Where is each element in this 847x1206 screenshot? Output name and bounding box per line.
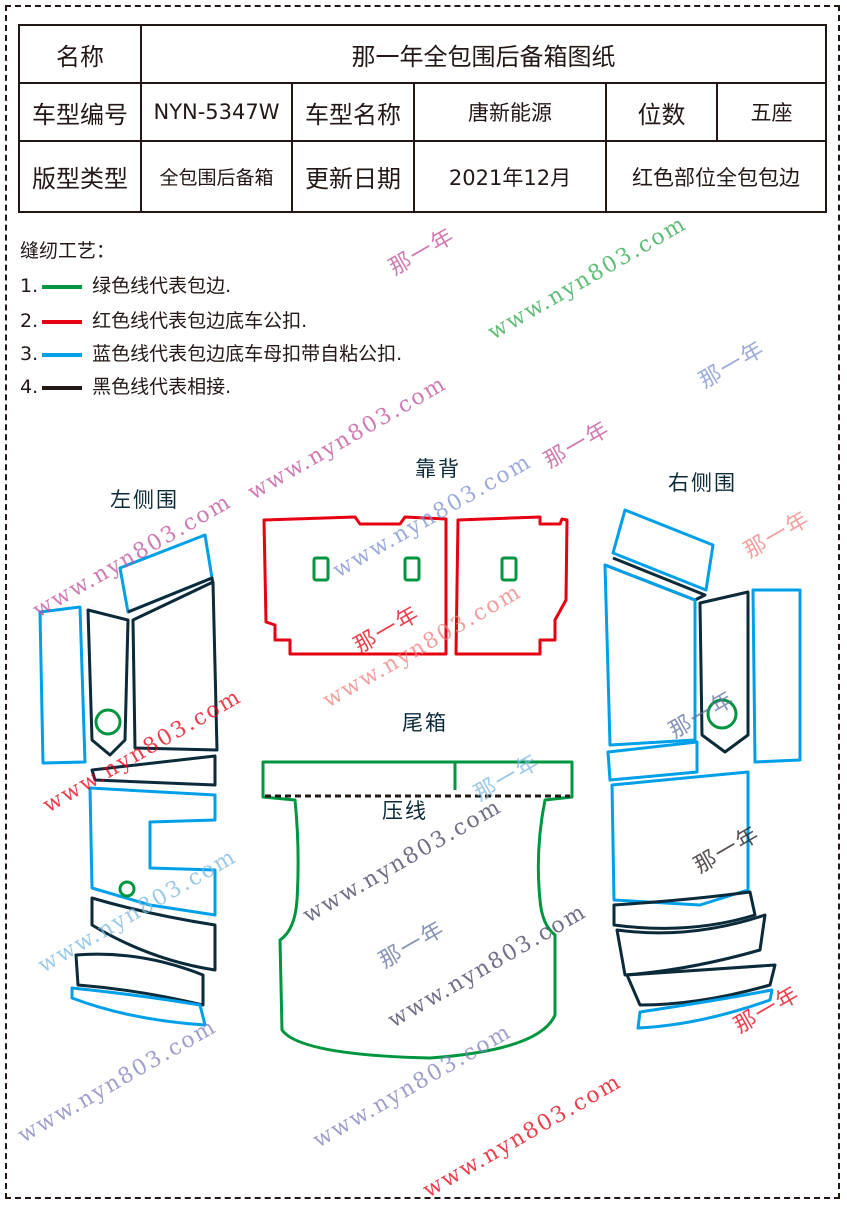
trunk-piece [261, 760, 574, 1060]
backrest-label: 靠背 [415, 457, 461, 481]
red-line-swatch [42, 319, 83, 324]
seats-label: 位数 [605, 82, 718, 142]
right-side-label: 右侧围 [668, 471, 737, 495]
seats: 五座 [716, 82, 827, 142]
legend-title: 缝纫工艺： [20, 240, 116, 262]
legend-item: 1.绿色线代表包边. [20, 275, 232, 297]
legend-item: 4.黑色线代表相接. [20, 376, 232, 398]
left-side-pieces [38, 533, 219, 1027]
name-label: 名称 [18, 24, 142, 84]
note: 红色部位全包包边 [605, 140, 827, 213]
date-label: 更新日期 [291, 140, 415, 213]
trunk-label: 尾箱 [402, 711, 448, 735]
left-side-label: 左侧围 [110, 488, 179, 512]
press-line-label: 压线 [382, 799, 428, 823]
legend-item: 2.红色线代表包边底车公扣. [20, 310, 308, 332]
date: 2021年12月 [413, 140, 607, 213]
backrest-pieces [262, 515, 569, 656]
type: 全包围后备箱 [140, 140, 293, 213]
model-code: NYN-5347W [140, 82, 293, 142]
legend-item: 3.蓝色线代表包边底车母扣带自粘公扣. [20, 343, 403, 365]
model-code-label: 车型编号 [18, 82, 142, 142]
green-line-swatch [42, 284, 83, 289]
type-label: 版型类型 [18, 140, 142, 213]
model-name: 唐新能源 [413, 82, 607, 142]
black-line-swatch [42, 385, 83, 390]
drawing-title: 那一年全包围后备箱图纸 [140, 24, 827, 84]
stamp-border [5, 5, 840, 1199]
right-side-pieces [603, 508, 802, 1030]
info-table: 名称 那一年全包围后备箱图纸 车型编号 NYN-5347W 车型名称 唐新能源 … [18, 24, 827, 213]
model-name-label: 车型名称 [291, 82, 415, 142]
blue-line-swatch [42, 352, 83, 357]
